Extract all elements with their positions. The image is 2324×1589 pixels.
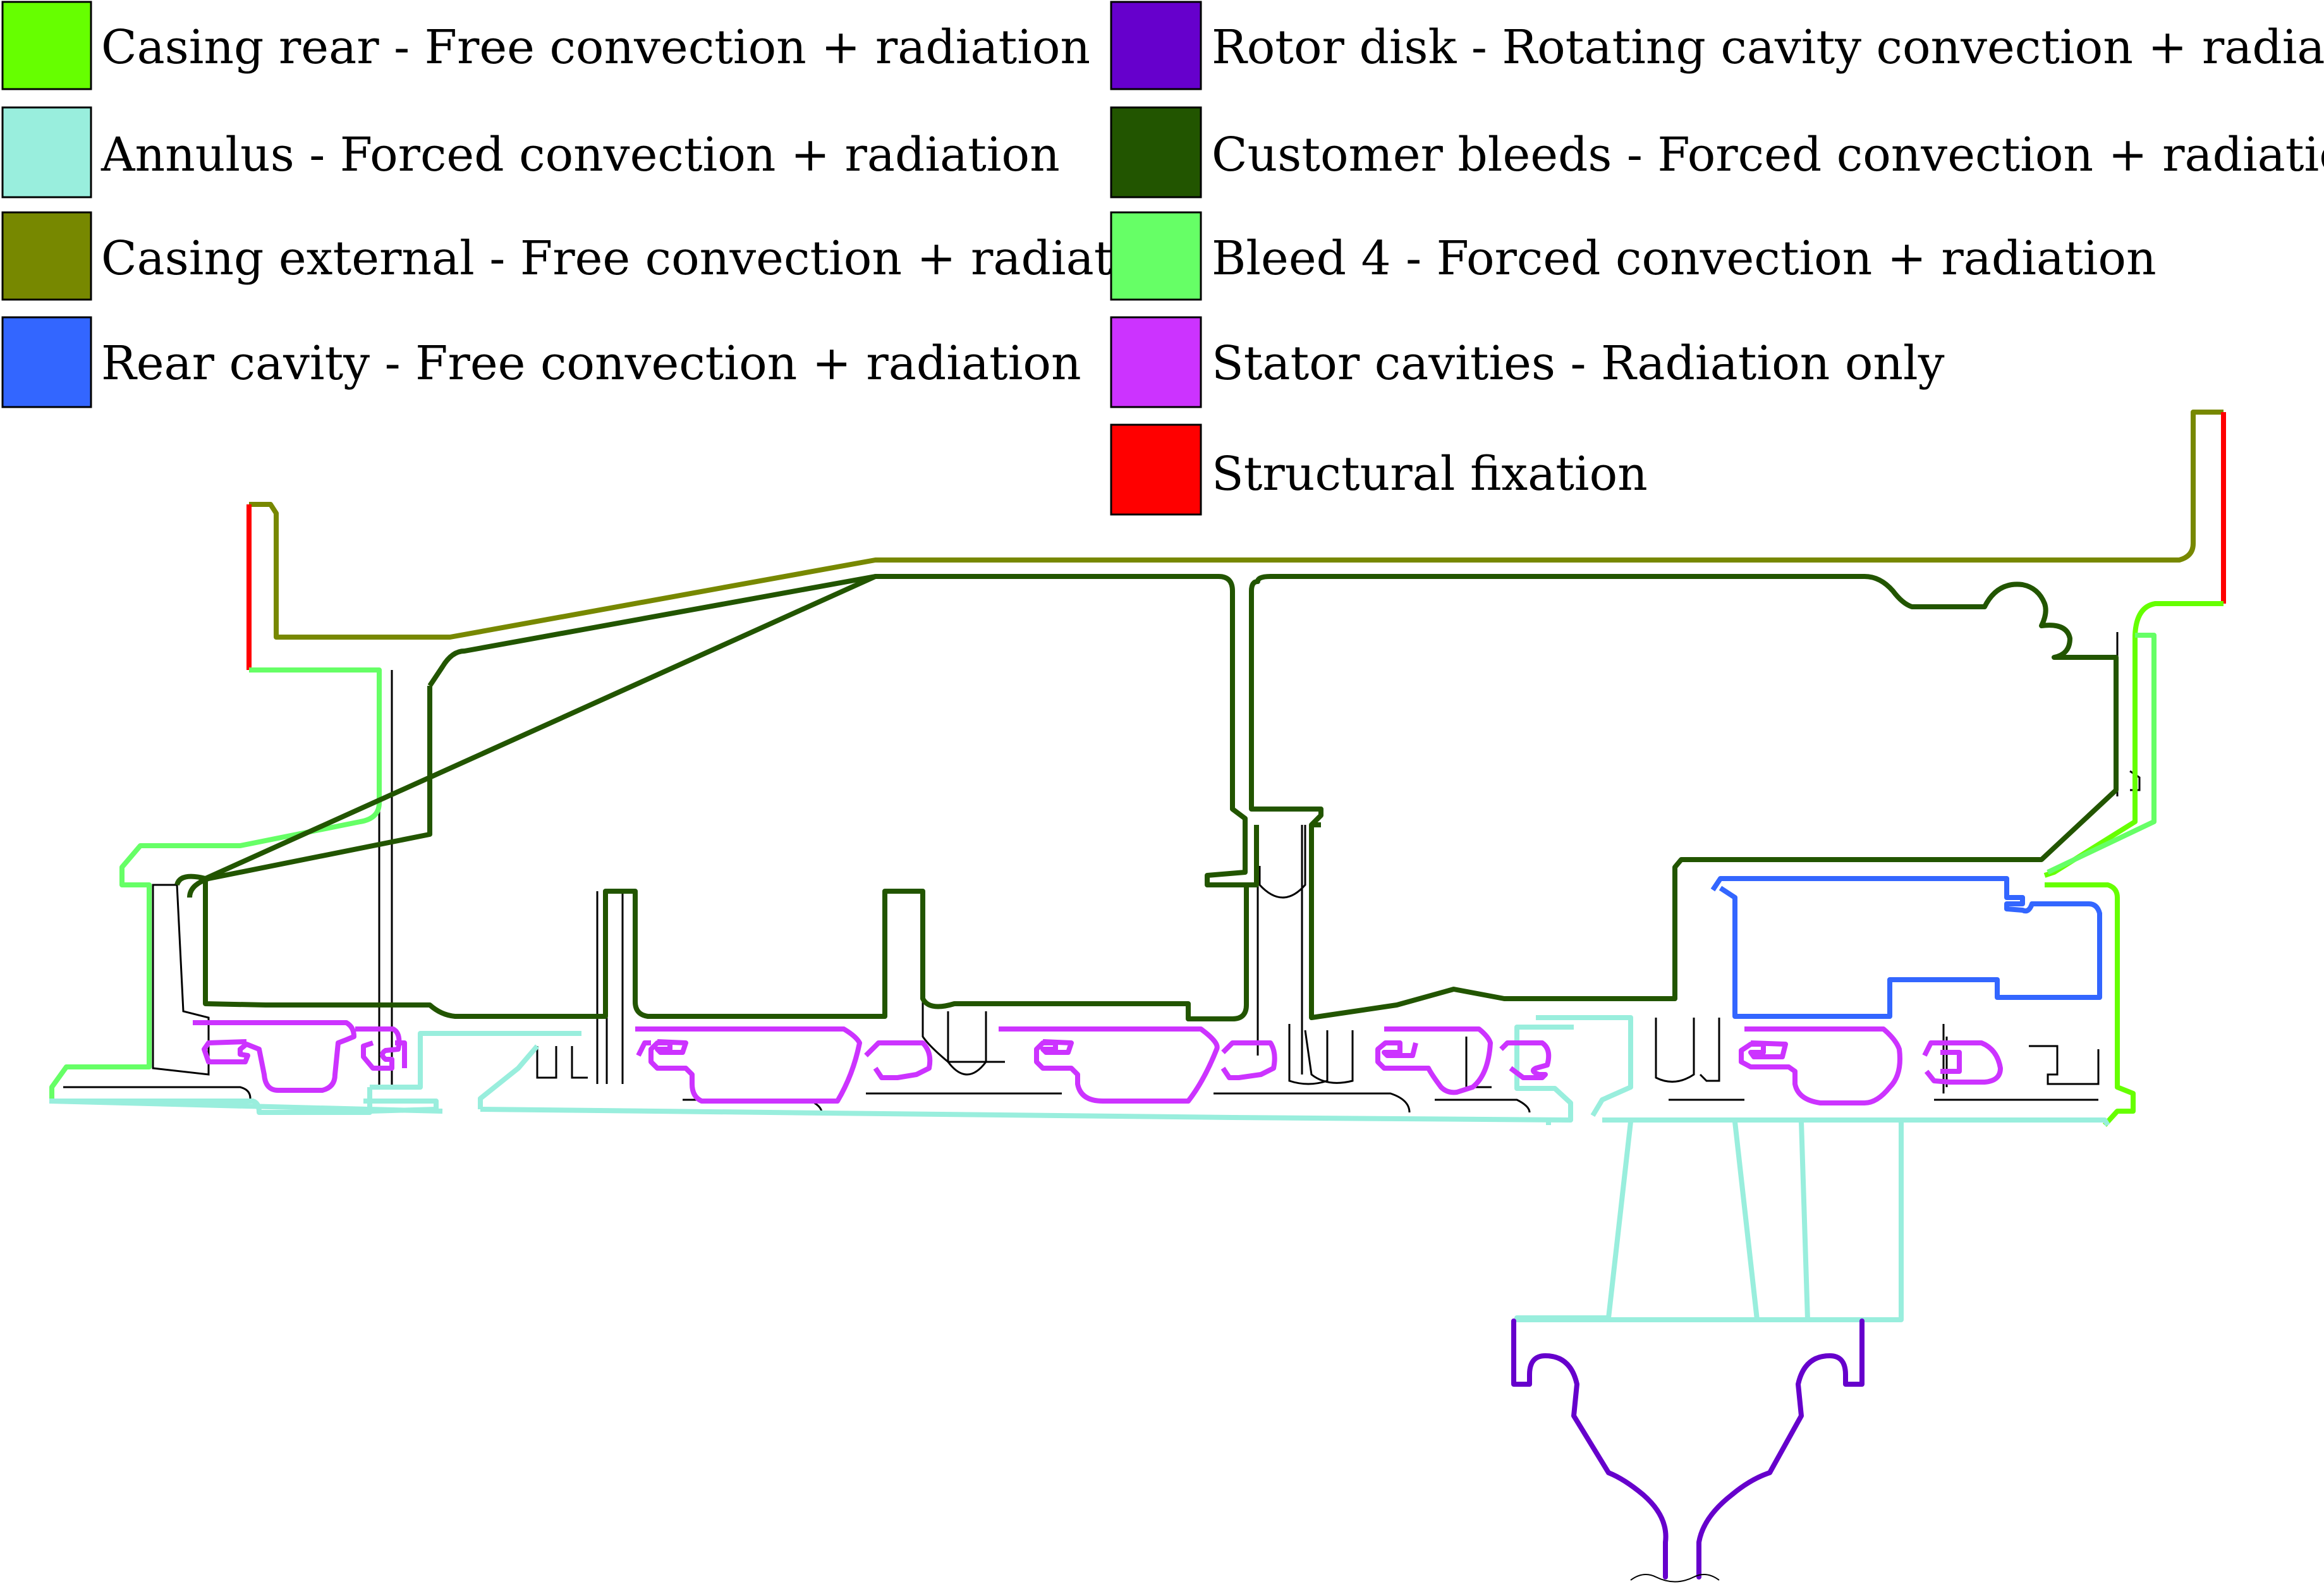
- legend-label-rotor-disk: Rotor disk - Rotating cavity convection …: [1212, 20, 2324, 75]
- boundary-annulus: [49, 1015, 2110, 1322]
- boundary-stator-cavities: [193, 1020, 2003, 1105]
- component-geometry: [63, 632, 2141, 1113]
- legend-swatch-stator-cavities: [1110, 316, 1202, 408]
- boundary-rear-cavity: [1710, 876, 2102, 1019]
- legend-label-stator-cavities: Stator cavities - Radiation only: [1212, 336, 1945, 391]
- section-cut-mark: [1630, 1574, 1720, 1583]
- boundary-bleed-4: [49, 633, 2157, 1104]
- legend-label-customer-bleeds: Customer bleeds - Forced convection + ra…: [1212, 128, 2324, 182]
- legend-label-bleed-4: Bleed 4 - Forced convection + radiation: [1212, 231, 2157, 286]
- boundary-casing-rear: [2043, 601, 2224, 1127]
- legend-swatch-casing-rear: [1, 1, 92, 90]
- boundary-structural-fixation: [246, 412, 2226, 670]
- boundary-rotor-disk: [1511, 1318, 1865, 1580]
- legend-swatch-rotor-disk: [1110, 1, 1202, 90]
- legend-label-casing-external: Casing external - Free convection + radi…: [101, 231, 1186, 286]
- legend-swatch-annulus: [1, 106, 92, 198]
- legend-label-structural-fixation: Structural fixation: [1212, 447, 1648, 501]
- legend-label-rear-cavity: Rear cavity - Free convection + radiatio…: [101, 336, 1081, 391]
- legend-swatch-casing-external: [1, 211, 92, 301]
- legend-label-annulus: Annulus - Forced convection + radiation: [100, 128, 1060, 182]
- legend: Casing rear - Free convection + radiatio…: [1, 1, 2324, 516]
- legend-swatch-bleed-4: [1110, 211, 1202, 301]
- legend-swatch-rear-cavity: [1, 316, 92, 408]
- legend-swatch-customer-bleeds: [1110, 106, 1202, 198]
- boundary-casing-external: [249, 410, 2224, 640]
- legend-swatch-structural-fixation: [1110, 423, 1202, 516]
- legend-label-casing-rear: Casing rear - Free convection + radiatio…: [101, 20, 1090, 75]
- boundary-customer-bleeds: [174, 574, 2119, 1021]
